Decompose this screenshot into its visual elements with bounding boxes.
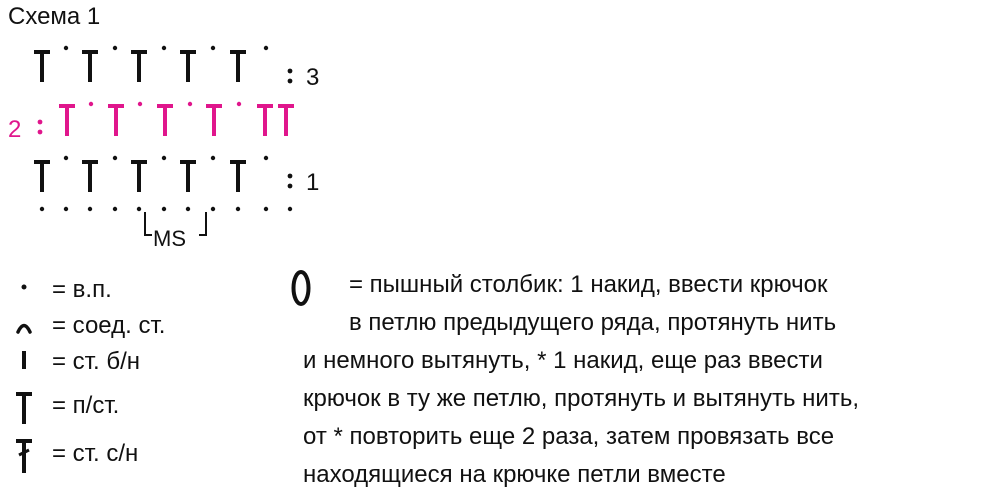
chart-row-3: 3 [34, 45, 319, 91]
note-line-2: в петлю предыдущего ряда, протянуть нить [349, 309, 837, 336]
half-double-crochet-symbol [131, 160, 147, 192]
half-double-crochet-symbol [157, 104, 173, 136]
half-double-crochet-symbol [82, 160, 98, 192]
row-number-3: 3 [306, 64, 319, 91]
chain-dot-symbol [210, 45, 216, 51]
chain-dot-symbol [112, 45, 118, 51]
half-double-crochet-icon [16, 392, 32, 424]
chain-dot-symbol [63, 45, 69, 51]
half-double-crochet-symbol [82, 50, 98, 82]
row-separator-dot [37, 119, 43, 125]
legend-half-double-crochet-text: = п/ст. [52, 392, 120, 419]
crochet-chart: 3 2 1 [8, 45, 319, 250]
row-number-1: 1 [306, 169, 319, 196]
legend-single-crochet-text: = ст. б/н [52, 348, 141, 375]
row-separator-dot [287, 78, 293, 84]
row-separator-dot [287, 173, 293, 179]
foundation-chain [39, 206, 293, 212]
half-double-crochet-symbol [180, 50, 196, 82]
chain-dot-symbol [161, 155, 167, 161]
half-double-crochet-symbol [230, 160, 246, 192]
slip-stitch-icon [16, 323, 32, 334]
chain-dot-symbol [187, 101, 193, 107]
note-line-3: и немного вытянуть, * 1 накид, еще раз в… [303, 347, 823, 374]
half-double-crochet-symbol [257, 104, 273, 136]
chain-dot-symbol [137, 101, 143, 107]
chain-dot-symbol [63, 155, 69, 161]
chain-dot-symbol [161, 45, 167, 51]
note-line-1: = пышный столбик: 1 накид, ввести крючок [349, 271, 828, 298]
legend-slip-stitch-text: = соед. ст. [52, 312, 166, 339]
row-separator-dot [287, 183, 293, 189]
multiple-bracket: MS [144, 212, 207, 250]
half-double-crochet-symbol [34, 50, 50, 82]
half-double-crochet-symbol [108, 104, 124, 136]
row-separator-dot [287, 68, 293, 74]
diagram-title: Схема 1 [8, 3, 101, 30]
half-double-crochet-symbol [34, 160, 50, 192]
half-double-crochet-symbol [59, 104, 75, 136]
half-double-crochet-symbol [278, 104, 294, 136]
chain-dot-icon [21, 284, 27, 290]
chain-dot-symbol [263, 45, 269, 51]
half-double-crochet-symbol [206, 104, 222, 136]
row-number-2: 2 [8, 116, 21, 143]
note-line-6: находящиеся на крючке петли вместе [303, 461, 726, 488]
half-double-crochet-symbol [131, 50, 147, 82]
double-crochet-icon [16, 439, 32, 473]
chain-dot-symbol [210, 155, 216, 161]
puff-stitch-icon [291, 270, 311, 306]
chain-dot-symbol [112, 155, 118, 161]
ms-label: MS [153, 226, 186, 250]
note-line-4: крючок в ту же петлю, протянуть и вытяну… [303, 385, 859, 412]
row-separator-dot [37, 129, 43, 135]
legend-double-crochet-text: = ст. с/н [52, 440, 139, 467]
single-crochet-icon [22, 351, 26, 369]
note-line-5: от * повторить еще 2 раза, затем провяза… [303, 423, 835, 450]
chain-dot-symbol [236, 101, 242, 107]
half-double-crochet-symbol [230, 50, 246, 82]
chart-row-2: 2 [8, 101, 294, 143]
half-double-crochet-symbol [180, 160, 196, 192]
chart-row-1: 1 [34, 155, 319, 196]
chain-dot-symbol [263, 155, 269, 161]
chain-dot-symbol [88, 101, 94, 107]
legend-chain-text: = в.п. [52, 276, 112, 303]
